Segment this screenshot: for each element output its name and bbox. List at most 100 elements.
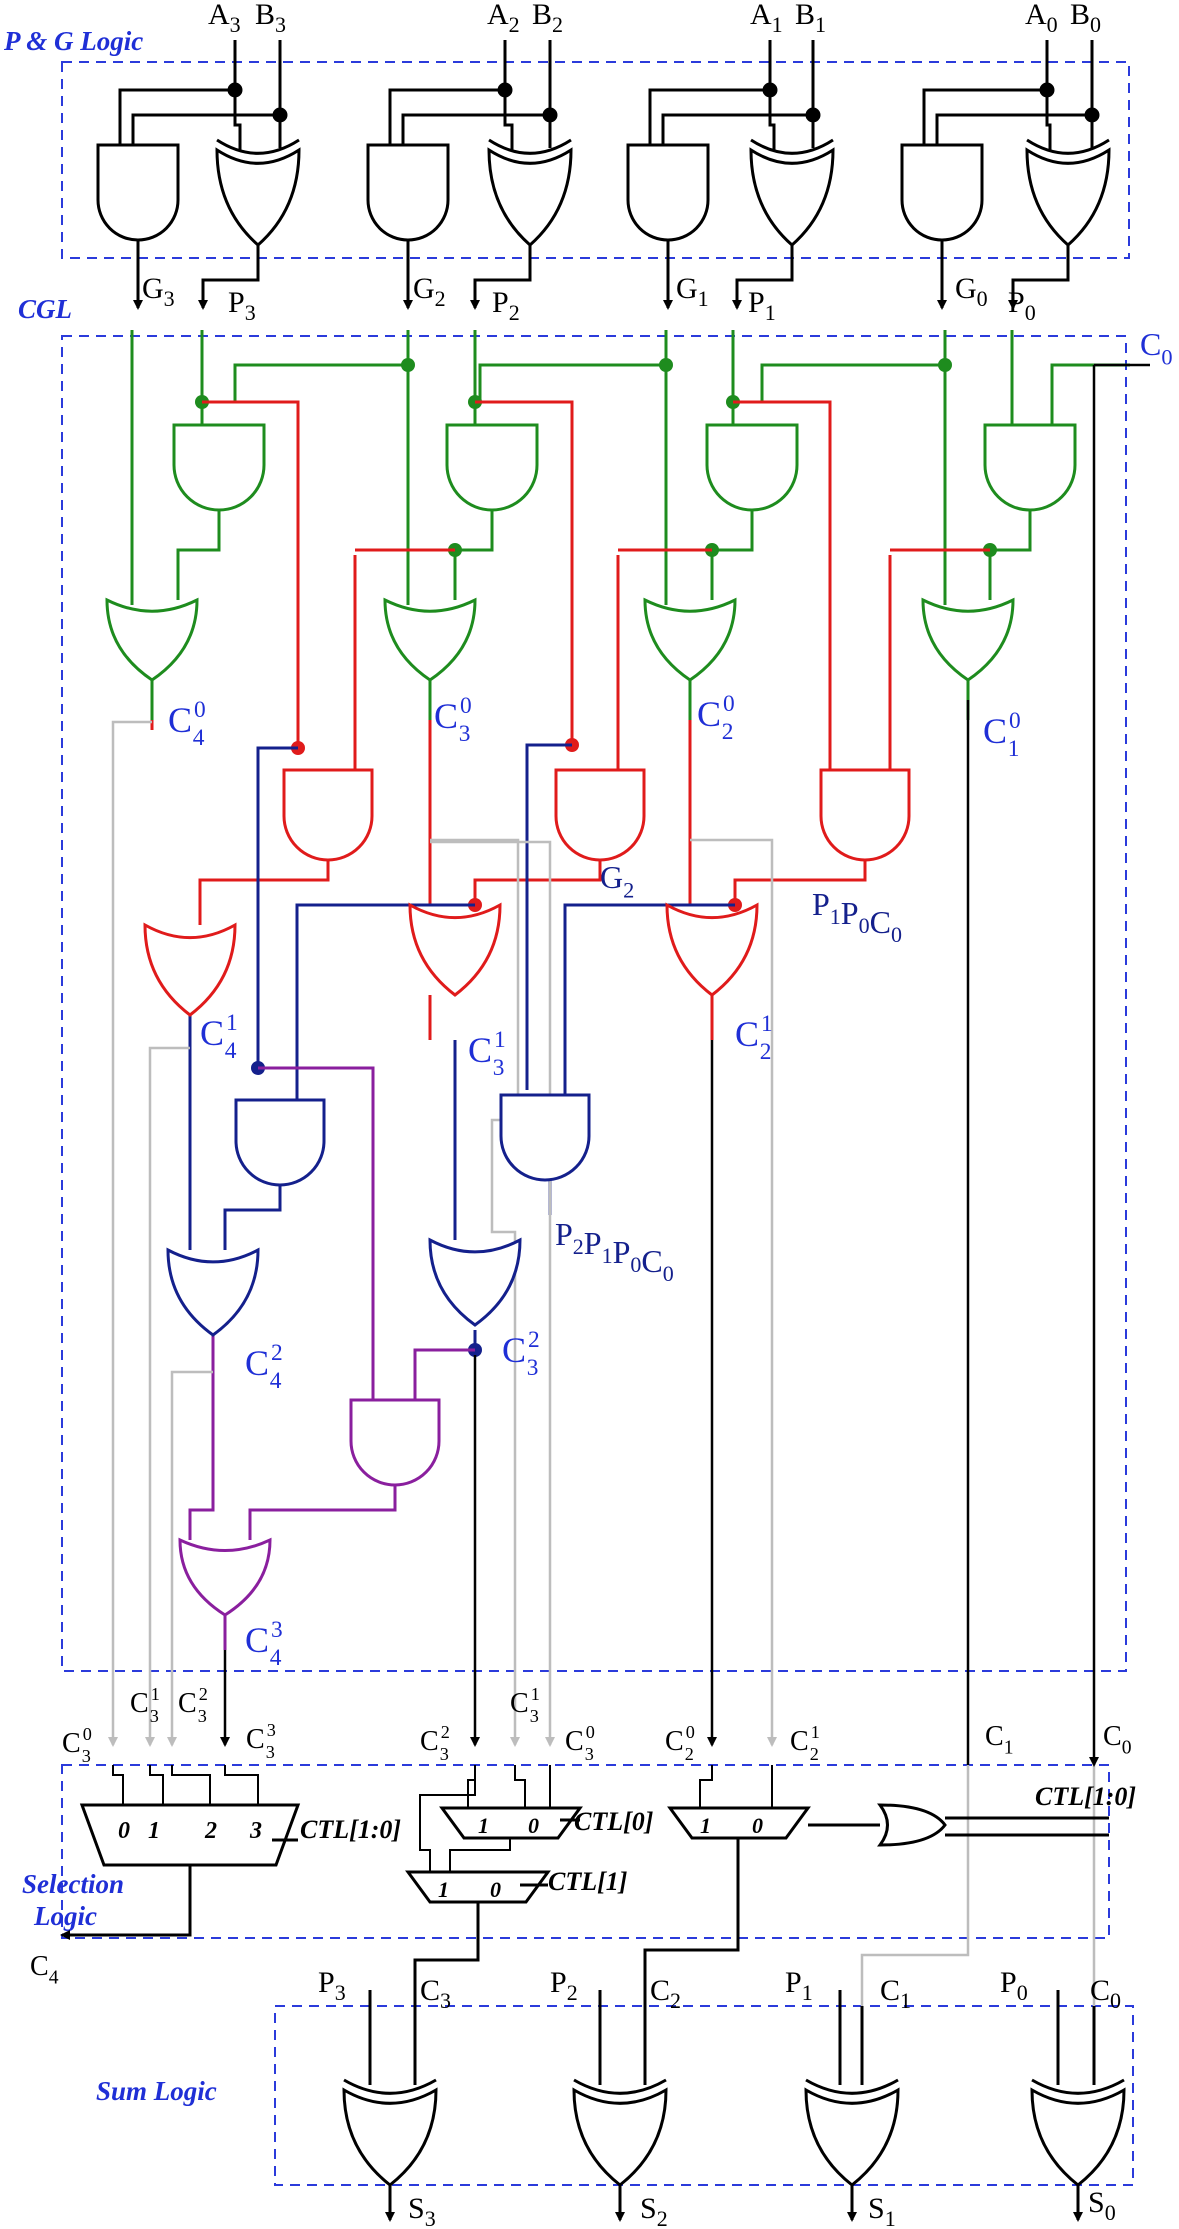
xor-gate-xor-arc: [488, 138, 572, 155]
mux3-pin-label: 0: [490, 1877, 501, 1902]
red-and-gate: [282, 768, 374, 862]
sum-logic-box: [274, 2005, 1134, 2186]
input-a-label: A3: [208, 0, 241, 37]
red-or-gate: [665, 902, 759, 997]
sum-xor-gate: [804, 2087, 900, 2187]
p-wire: [732, 245, 794, 310]
junction-dot: [227, 82, 243, 98]
mux-chain-wire: [449, 1838, 511, 1872]
pg-logic-box: [61, 61, 1130, 259]
b-wire: [401, 40, 552, 148]
input-a-label: A1: [750, 0, 783, 37]
sum-xor-gate-xor-arc: [573, 2078, 667, 2095]
g-label: G3: [142, 272, 175, 311]
sum-logic-title: Sum Logic: [96, 2076, 217, 2106]
block-boxes: [61, 61, 1134, 2186]
p-wire: [470, 245, 532, 310]
junction-dot: [272, 107, 288, 123]
ctl-label-right: CTL[1:0]: [1035, 1782, 1136, 1811]
p-wire: [1008, 245, 1070, 310]
pg-logic-title: P & G Logic: [3, 26, 143, 56]
green-and-gate: [445, 423, 539, 512]
xor-gate: [1025, 147, 1111, 247]
navy-and-gate: [499, 1093, 591, 1182]
junction-dot: [1039, 82, 1055, 98]
xor-gate-xor-arc: [750, 138, 834, 155]
mux-4to1: [79, 1803, 301, 1867]
ctl-label-m3: CTL[1]: [548, 1867, 627, 1896]
sum-xor-gate-xor-arc: [805, 2078, 899, 2095]
sum-output-label: S1: [868, 2192, 896, 2229]
c3-wire: [413, 1902, 480, 2006]
mux-input-wire: [149, 1765, 164, 1805]
mux1-pin-label: 2: [204, 1818, 217, 1844]
a-wire-xor: [233, 90, 242, 150]
selection-title: Selection: [22, 1869, 124, 1899]
mux1-pin-label: 3: [249, 1818, 262, 1844]
p-label: P1: [748, 286, 776, 325]
p-label: P3: [228, 286, 256, 325]
mux3-pin-label: 1: [438, 1877, 449, 1902]
selection-title-2: Logic: [33, 1901, 97, 1931]
sum-output-label: S3: [408, 2192, 436, 2229]
mux-input-wire: [514, 1765, 526, 1808]
a-wire-xor: [1045, 90, 1052, 150]
b-wire: [661, 40, 815, 148]
and-gate: [626, 143, 710, 242]
ctl-label-m2: CTL[0]: [574, 1807, 653, 1836]
mux-input-wire: [112, 1765, 124, 1805]
cgl-box: [61, 335, 1127, 1672]
input-b-label: B1: [795, 0, 826, 37]
sum-p-label: P0: [1000, 1966, 1028, 2005]
input-b-label: B2: [532, 0, 563, 37]
p1p0c0-annotation: P1P0C0: [812, 886, 902, 947]
mux4-pin-label: 0: [752, 1813, 763, 1838]
green-and-gate: [705, 423, 799, 512]
purple-or-gate: [178, 1537, 272, 1617]
xor-gate-xor-arc: [216, 138, 300, 155]
a-wire: [648, 40, 772, 148]
g2-annotation: G2: [600, 859, 634, 903]
mux-input-wire: [224, 1765, 259, 1805]
sum-p-label: P3: [318, 1966, 346, 2005]
red-or-gate: [408, 902, 502, 997]
green-and-gate: [172, 423, 266, 512]
red-or-gate: [143, 922, 237, 1017]
black-wires: [220, 363, 1150, 1767]
mux1-pin-label: 0: [118, 1818, 130, 1844]
xor-gate: [215, 147, 301, 247]
mux-input-wire: [467, 1765, 476, 1808]
g-label: G0: [955, 272, 988, 311]
b-wire: [935, 40, 1094, 148]
a-wire: [922, 40, 1049, 148]
ctl-or-gate: [877, 1803, 947, 1847]
c1-mux-label: C1: [985, 1721, 1013, 1758]
cgl-title: CGL: [18, 294, 72, 324]
mux2-pin-label: 0: [528, 1813, 539, 1838]
a-wire-xor: [503, 90, 514, 150]
g-label: G1: [676, 272, 709, 311]
mux-input-wire: [699, 1765, 713, 1808]
sum-c-label: C3: [420, 1974, 451, 2013]
sum-xor-gate: [1030, 2087, 1126, 2187]
selection-logic-box: [61, 1764, 1110, 1939]
mux-input-wire: [171, 1765, 211, 1805]
selection-logic: [60, 1765, 1109, 2006]
input-b-label: B3: [255, 0, 286, 37]
junction-dot: [497, 82, 513, 98]
green-or-gate: [105, 597, 199, 682]
